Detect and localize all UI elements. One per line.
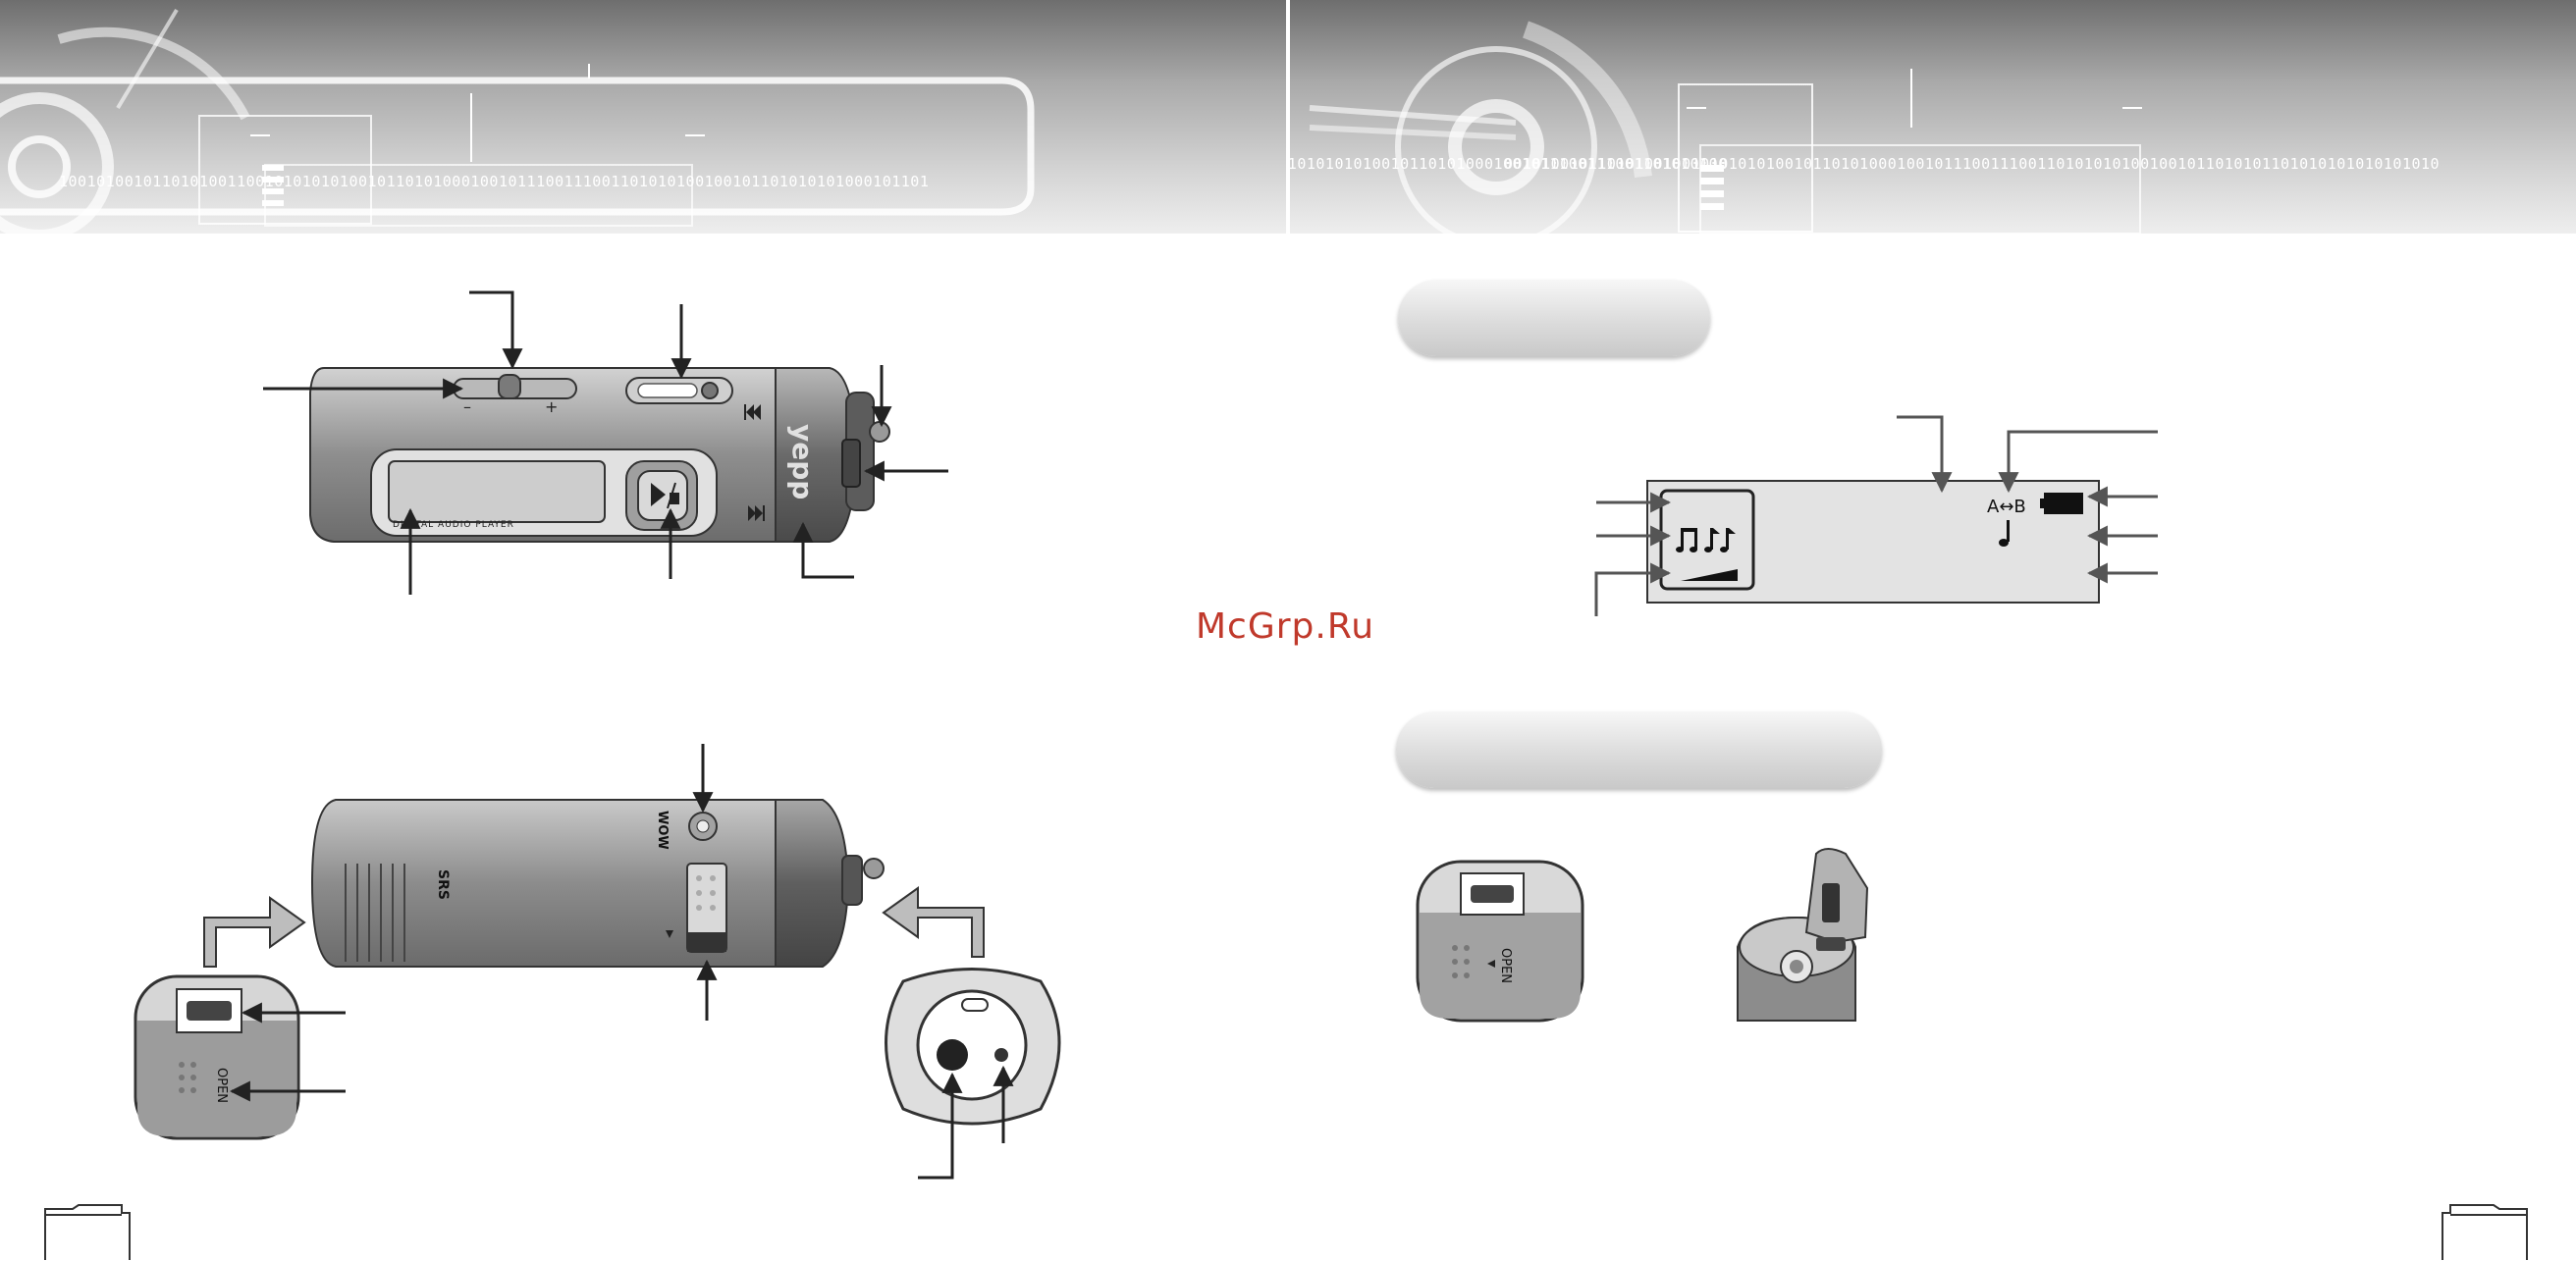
device-front-figure: – + DIGITAL AUDIO PLAYER yepp — [263, 290, 948, 595]
lcd-screen-diagram — [1646, 480, 2100, 604]
battery-door-latch[interactable] — [666, 863, 727, 953]
header-banner-left: 1001010010110101001100101010101001011010… — [0, 0, 1286, 234]
eighth-note-icon — [1999, 520, 2010, 547]
front-callout-arrows — [263, 290, 948, 595]
skip-back-icon[interactable] — [744, 404, 761, 420]
usb-cap-inset-right — [1416, 860, 1584, 1023]
ab-repeat-indicator: A↔B — [1987, 497, 2026, 517]
lcd-window — [388, 460, 606, 523]
player-body-back — [310, 799, 885, 968]
volume-slider[interactable] — [453, 374, 577, 399]
music-notes-icon — [1676, 528, 1736, 552]
back-callout-arrows — [229, 744, 1014, 1180]
wow-button[interactable] — [688, 812, 718, 841]
play-pause-icon — [651, 482, 679, 509]
binary-strip-right-main: 0010100101101010010010101010100101101010… — [1504, 155, 2441, 173]
page-spine — [1286, 0, 1290, 234]
brand-logo: yepp — [786, 424, 819, 499]
banner-graphic-right — [1309, 21, 2142, 234]
binary-strip-right-top: 0010110101001011010100110010101010100101… — [1290, 155, 1728, 173]
progress-wedge — [1681, 569, 1738, 581]
speaker-grille — [345, 864, 405, 962]
volume-plus-label: + — [545, 397, 558, 416]
page-number-tab-left — [44, 1204, 131, 1260]
watermark-text: McGrp.Ru — [1196, 606, 1375, 647]
volume-minus-label: – — [463, 397, 471, 416]
section-heading-pill-1 — [1398, 280, 1710, 356]
open-label-back: OPEN — [214, 1068, 229, 1103]
header-banner-right: 0010110101001011010100110010101010100101… — [1290, 0, 2576, 234]
open-label-right: OPEN — [1498, 948, 1513, 983]
wow-label: WOW — [655, 811, 670, 850]
battery-icon — [2040, 493, 2083, 514]
device-back-figure: SRS WOW OPEN — [134, 744, 1061, 1180]
section-heading-pill-2 — [1396, 711, 1882, 788]
banner-graphic-left — [0, 8, 1035, 234]
page-number-tab-right — [2442, 1204, 2528, 1260]
srs-logo: SRS — [435, 869, 451, 900]
open-cap-illustration — [1737, 848, 1869, 1022]
binary-strip-left: 1001010010110101001100101010101001011010… — [59, 173, 930, 190]
digital-audio-player-label: DIGITAL AUDIO PLAYER — [393, 520, 514, 530]
skip-forward-icon[interactable] — [748, 505, 765, 521]
earphone-jack-inset — [885, 968, 1061, 1126]
lcd-callout-arrows — [1594, 415, 2158, 616]
block-arrow-left — [203, 896, 306, 968]
block-arrow-right — [882, 886, 985, 958]
